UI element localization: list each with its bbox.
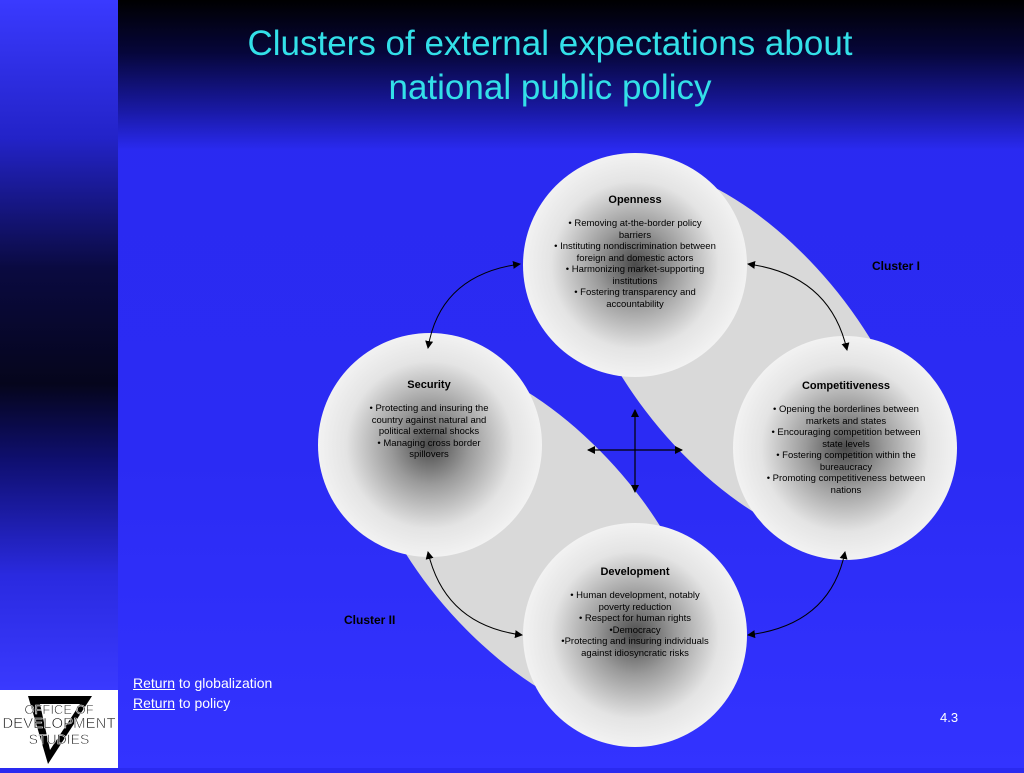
development-item: •Protecting and insuring individuals aga… (561, 636, 709, 659)
logo-line-2: DEVELOPMENT (2, 715, 115, 732)
arrow-competitiveness-development (747, 551, 848, 639)
logo-graphic: OFFICE OF DEVELOPMENT STUDIES (2, 696, 116, 764)
competitiveness-heading: Competitiveness (801, 380, 891, 392)
title-line-2: national public policy (388, 68, 712, 107)
development-item: • Respect for human rights (578, 613, 692, 624)
title-line-1: Clusters of external expectations about (247, 24, 853, 63)
slide-title: Clusters of external expectations about … (150, 22, 950, 110)
security-text: Security • Protecting and insuring the c… (364, 379, 494, 461)
return-policy-row: Return to policy (133, 693, 272, 713)
development-item: •Democracy (609, 624, 661, 636)
competitiveness-item: • Fostering competition within the burea… (776, 450, 916, 473)
openness-item: • Removing at-the-border policy barriers (568, 218, 702, 241)
slide-number: 4.3 (940, 710, 959, 725)
top-background-band (118, 0, 1024, 150)
openness-item: • Harmonizing market-supporting institut… (565, 264, 705, 287)
left-background-band (0, 0, 118, 768)
development-heading: Development (600, 566, 670, 578)
return-globalization-row: Return to globalization (133, 673, 272, 693)
openness-item: • Instituting nondiscrimination between … (554, 241, 716, 264)
security-item: • Managing cross border spillovers (377, 437, 481, 461)
development-text: Development • Human development, notably… (556, 566, 714, 659)
security-item: • Protecting and insuring the country ag… (369, 403, 489, 437)
security-heading: Security (407, 379, 451, 391)
central-cross-arrows (587, 409, 683, 493)
cluster-2-label: Cluster II (344, 613, 396, 627)
return-links: Return to globalization Return to policy (133, 673, 272, 713)
security-circle (318, 333, 542, 557)
office-of-development-studies-logo: OFFICE OF DEVELOPMENT STUDIES (0, 690, 118, 768)
competitiveness-text: Competitiveness • Opening the borderline… (763, 380, 929, 496)
logo-line-3: STUDIES (29, 731, 90, 747)
competitiveness-item: • Promoting competitiveness between nati… (766, 473, 926, 496)
competitiveness-circle (733, 336, 957, 560)
arrow-security-development (425, 551, 523, 639)
arrow-openness-competitiveness (747, 260, 850, 351)
competitiveness-item: • Encouraging competition between state … (771, 427, 921, 450)
return-globalization-text: to globalization (175, 675, 273, 691)
logo-line-1: OFFICE OF (24, 702, 93, 717)
return-policy-text: to policy (175, 695, 231, 711)
cluster-1-label: Cluster I (872, 259, 921, 273)
return-policy-link[interactable]: Return (133, 695, 176, 711)
competitiveness-item: • Opening the borderlines between market… (773, 404, 919, 427)
development-circle (523, 523, 747, 747)
openness-heading: Openness (608, 194, 662, 206)
openness-circle (523, 153, 747, 377)
development-item: • Human development, notably poverty red… (570, 590, 700, 613)
arrow-openness-security (425, 260, 521, 349)
openness-text: Openness • Removing at-the-border policy… (553, 194, 717, 310)
openness-item: • Fostering transparency and accountabil… (574, 287, 696, 310)
return-globalization-link[interactable]: Return (133, 675, 176, 691)
